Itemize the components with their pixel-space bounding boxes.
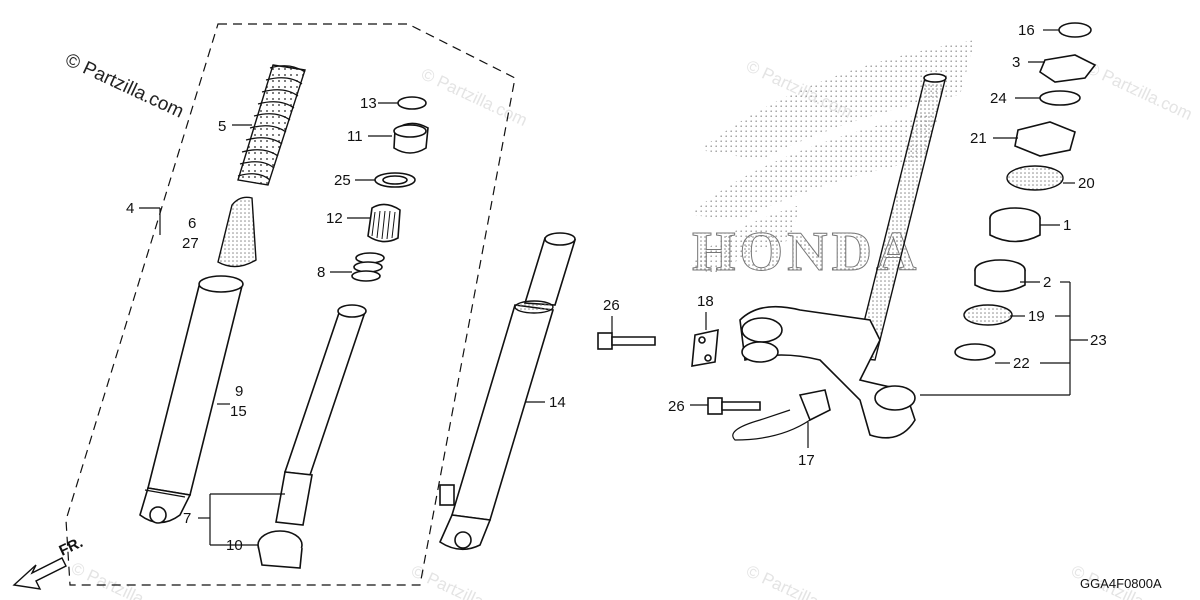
callout-23: 23 bbox=[1090, 332, 1107, 349]
callout-13: 13 bbox=[360, 95, 377, 112]
fork-tube-middle bbox=[257, 304, 367, 569]
callout-25: 25 bbox=[334, 172, 351, 189]
diagram-code: GGA4F0800A bbox=[1080, 576, 1162, 591]
fork-assembly-boundary bbox=[65, 23, 516, 586]
watermark: © Partzilla.com bbox=[68, 558, 180, 600]
callout-16: 16 bbox=[1018, 22, 1035, 39]
callout-8: 8 bbox=[317, 264, 325, 281]
callout-20: 20 bbox=[1078, 175, 1095, 192]
callout-22: 22 bbox=[1013, 355, 1030, 372]
callout-18: 18 bbox=[697, 293, 714, 310]
callout-1: 1 bbox=[1063, 217, 1071, 234]
front-arrow-label: FR. bbox=[57, 534, 86, 560]
callout-15: 15 bbox=[230, 403, 247, 420]
watermark: © Partzilla.com bbox=[743, 561, 855, 600]
leader-lines bbox=[139, 29, 1088, 546]
callout-19: 19 bbox=[1028, 308, 1045, 325]
callout-5: 5 bbox=[218, 118, 226, 135]
callout-6: 6 bbox=[188, 215, 196, 232]
callout-4: 4 bbox=[126, 200, 134, 217]
watermark: © Partzilla.com bbox=[418, 64, 530, 130]
bearing-stack bbox=[954, 22, 1097, 361]
callout-27: 27 bbox=[182, 235, 199, 252]
callout-17: 17 bbox=[798, 452, 815, 469]
callout-9: 9 bbox=[235, 383, 243, 400]
fork-assembly-complete bbox=[438, 232, 577, 551]
callout-10: 10 bbox=[226, 537, 243, 554]
steering-stem bbox=[739, 73, 947, 439]
callout-7: 7 bbox=[183, 510, 191, 527]
copyright-text: © Partzilla.com bbox=[62, 49, 187, 122]
callout-26: 26 bbox=[668, 398, 685, 415]
fork-spring bbox=[237, 64, 306, 186]
watermark: © Partzilla.com bbox=[1083, 58, 1195, 124]
callout-21: 21 bbox=[970, 130, 987, 147]
callout-24: 24 bbox=[990, 90, 1007, 107]
watermark: © Partzilla.com bbox=[408, 561, 520, 600]
callouts: 16 3 24 21 20 1 2 19 23 22 18 26 26 17 1… bbox=[126, 22, 1107, 554]
fork-piston-piece bbox=[217, 196, 257, 268]
fork-small-parts bbox=[351, 96, 429, 282]
callout-14: 14 bbox=[549, 394, 566, 411]
callout-11: 11 bbox=[347, 128, 363, 145]
callout-12: 12 bbox=[326, 210, 343, 227]
honda-wing-logo: HONDA bbox=[690, 40, 975, 284]
fork-tube-left bbox=[139, 275, 244, 524]
callout-26: 26 bbox=[603, 297, 620, 314]
callout-3: 3 bbox=[1012, 54, 1020, 71]
bracket-parts bbox=[597, 328, 831, 441]
callout-2: 2 bbox=[1043, 274, 1051, 291]
